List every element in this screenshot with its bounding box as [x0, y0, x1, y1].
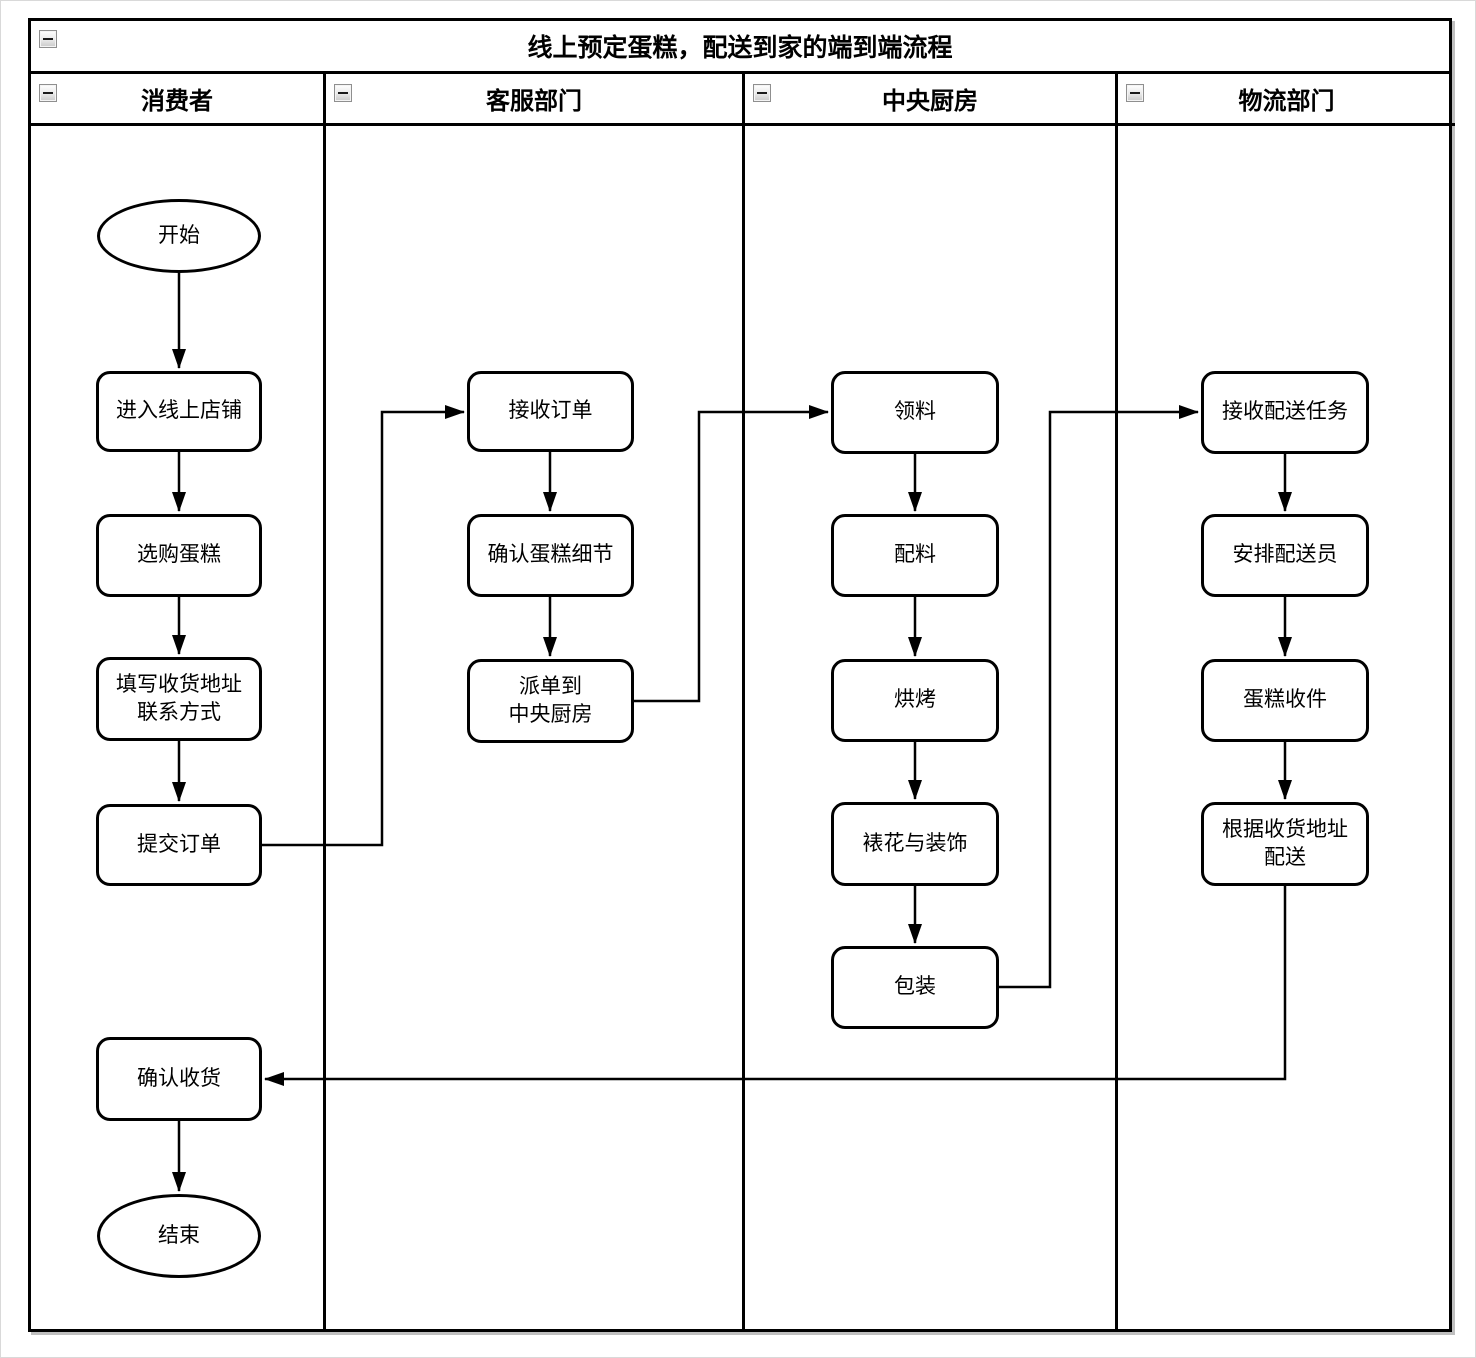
lane-logistics-header: 物流部门: [1118, 74, 1455, 126]
node-submit-order-label: 提交订单: [137, 832, 221, 856]
collapse-lane-customer-service-icon[interactable]: [334, 84, 352, 102]
lane-logistics: 物流部门: [1118, 74, 1455, 1329]
lane-customer-service-label: 客服部门: [486, 88, 582, 115]
node-select-cake-label: 选购蛋糕: [137, 543, 221, 567]
node-deliver-by-address[interactable]: 根据收货地址 配送: [1201, 802, 1369, 886]
collapse-diagram-icon[interactable]: [39, 30, 57, 48]
node-enter-online-store[interactable]: 进入线上店铺: [96, 371, 262, 452]
node-deliver-by-address-label: 根据收货地址 配送: [1222, 817, 1348, 869]
connector-pack-to-receive-delivery-task: [999, 405, 1199, 989]
collapse-lane-consumer-icon[interactable]: [39, 84, 57, 102]
diagram-frame: 线上预定蛋糕，配送到家的端到端流程 消费者 客服部门 中央厨房 物流部门: [28, 18, 1455, 1332]
node-enter-online-store-label: 进入线上店铺: [116, 399, 242, 423]
node-pack[interactable]: 包装: [831, 946, 999, 1029]
node-get-materials[interactable]: 领料: [831, 371, 999, 454]
node-receive-delivery-task-label: 接收配送任务: [1222, 400, 1348, 424]
lane-central-kitchen: 中央厨房: [745, 74, 1118, 1329]
collapse-lane-logistics-icon[interactable]: [1126, 84, 1144, 102]
node-mix-ingredients-label: 配料: [894, 543, 936, 567]
lane-central-kitchen-header: 中央厨房: [745, 74, 1115, 126]
diagram-title-bar: 线上预定蛋糕，配送到家的端到端流程: [31, 21, 1449, 74]
lane-consumer: 消费者: [31, 74, 326, 1329]
node-receive-delivery-task[interactable]: 接收配送任务: [1201, 371, 1369, 454]
node-pack-label: 包装: [894, 975, 936, 999]
collapse-lane-central-kitchen-icon[interactable]: [753, 84, 771, 102]
node-bake-label: 烘烤: [894, 688, 936, 712]
node-start[interactable]: 开始: [97, 199, 261, 273]
node-cake-pickup[interactable]: 蛋糕收件: [1201, 659, 1369, 742]
node-end-label: 结束: [158, 1223, 200, 1247]
connector-deliver-to-confirm-receipt: [264, 886, 1287, 1086]
node-assign-courier[interactable]: 安排配送员: [1201, 514, 1369, 597]
lane-customer-service: 客服部门: [326, 74, 745, 1329]
node-confirm-cake-details[interactable]: 确认蛋糕细节: [467, 514, 634, 597]
lane-logistics-label: 物流部门: [1238, 88, 1335, 115]
diagram-title: 线上预定蛋糕，配送到家的端到端流程: [527, 34, 953, 62]
lane-customer-service-header: 客服部门: [326, 74, 742, 126]
node-receive-order-label: 接收订单: [508, 399, 593, 423]
node-confirm-receipt[interactable]: 确认收货: [96, 1037, 262, 1121]
node-cake-pickup-label: 蛋糕收件: [1243, 688, 1327, 712]
connector-layer: [172, 273, 1292, 1192]
connector-dispatch-to-get-materials: [634, 405, 829, 703]
node-fill-address-label: 填写收货地址 联系方式: [116, 672, 242, 724]
connector-submit-order-to-receive-order: [262, 405, 465, 847]
node-assign-courier-label: 安排配送员: [1232, 543, 1338, 567]
node-receive-order[interactable]: 接收订单: [467, 371, 634, 452]
node-confirm-receipt-label: 确认收货: [137, 1066, 221, 1090]
node-dispatch-to-kitchen[interactable]: 派单到 中央厨房: [467, 659, 634, 743]
node-get-materials-label: 领料: [894, 400, 936, 424]
node-dispatch-to-kitchen-label: 派单到 中央厨房: [508, 674, 593, 726]
node-select-cake[interactable]: 选购蛋糕: [96, 514, 262, 597]
node-decorate-label: 裱花与装饰: [862, 831, 968, 855]
node-submit-order[interactable]: 提交订单: [96, 804, 262, 886]
node-fill-address[interactable]: 填写收货地址 联系方式: [96, 657, 262, 741]
node-mix-ingredients[interactable]: 配料: [831, 514, 999, 597]
node-end[interactable]: 结束: [97, 1194, 261, 1278]
node-decorate[interactable]: 裱花与装饰: [831, 802, 999, 886]
node-bake[interactable]: 烘烤: [831, 659, 999, 742]
node-start-label: 开始: [158, 223, 200, 247]
lane-consumer-header: 消费者: [31, 74, 323, 126]
node-confirm-cake-details-label: 确认蛋糕细节: [487, 543, 614, 567]
lane-consumer-label: 消费者: [141, 88, 213, 115]
lane-central-kitchen-label: 中央厨房: [882, 88, 978, 115]
